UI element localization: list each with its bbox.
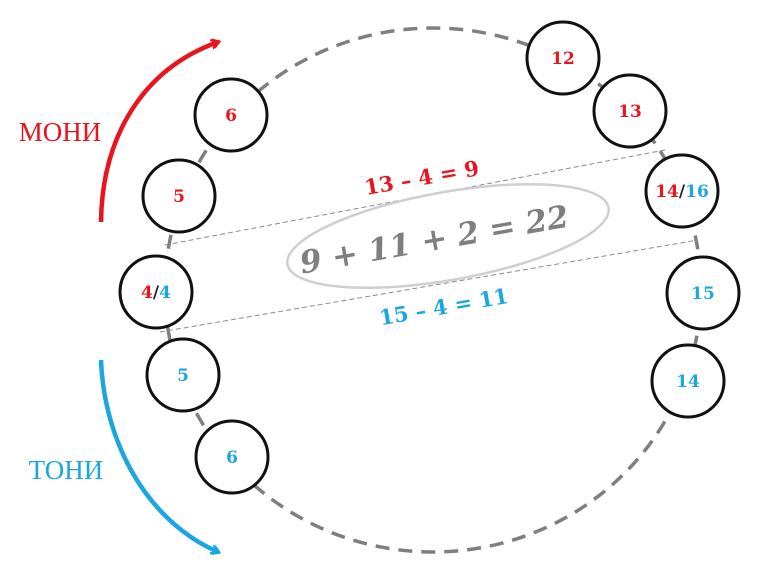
seat-shared-right-sep: / xyxy=(679,182,686,202)
connector-top xyxy=(164,149,666,246)
equation-sum: 9 + 11 + 2 = 22 xyxy=(297,199,571,282)
seat-shared-right-blue: 16 xyxy=(685,182,709,202)
seat-shared-left-sep: / xyxy=(153,283,160,303)
connector-bottom xyxy=(159,239,699,333)
toni-arrow xyxy=(98,359,218,552)
svg-text:6: 6 xyxy=(225,106,237,126)
svg-text:14: 14 xyxy=(676,372,700,392)
seat-blue-15: 15 xyxy=(665,255,741,331)
toni-label: ТОНИ xyxy=(29,455,104,485)
seat-red-5: 5 xyxy=(141,158,217,234)
seat-red-6: 6 xyxy=(193,77,269,153)
seat-blue-6: 6 xyxy=(194,419,270,495)
svg-text:14/16: 14/16 xyxy=(655,182,709,202)
equation-top: 13 – 4 = 9 xyxy=(363,155,481,200)
seat-shared-left-red: 4 xyxy=(141,283,153,303)
seat-shared-left: 4/4 xyxy=(118,254,194,330)
svg-text:12: 12 xyxy=(551,49,575,69)
svg-text:5: 5 xyxy=(173,187,185,207)
seat-blue-14: 14 xyxy=(650,343,726,419)
svg-text:15: 15 xyxy=(691,284,715,304)
seat-blue-5: 5 xyxy=(145,337,221,413)
seat-shared-right: 14/16 xyxy=(644,153,720,229)
seat-red-13: 13 xyxy=(592,73,668,149)
moni-label: МОНИ xyxy=(19,117,102,147)
svg-text:13: 13 xyxy=(618,102,642,122)
seat-shared-left-blue: 4 xyxy=(159,283,171,303)
seat-red-12: 12 xyxy=(525,20,601,96)
svg-text:5: 5 xyxy=(177,366,189,386)
moni-arrow xyxy=(98,42,218,223)
svg-text:4/4: 4/4 xyxy=(141,283,171,303)
sum-oval xyxy=(286,182,610,290)
equation-bottom: 15 – 4 = 11 xyxy=(377,283,510,330)
seat-shared-right-red: 14 xyxy=(655,182,679,202)
svg-text:6: 6 xyxy=(226,448,238,468)
